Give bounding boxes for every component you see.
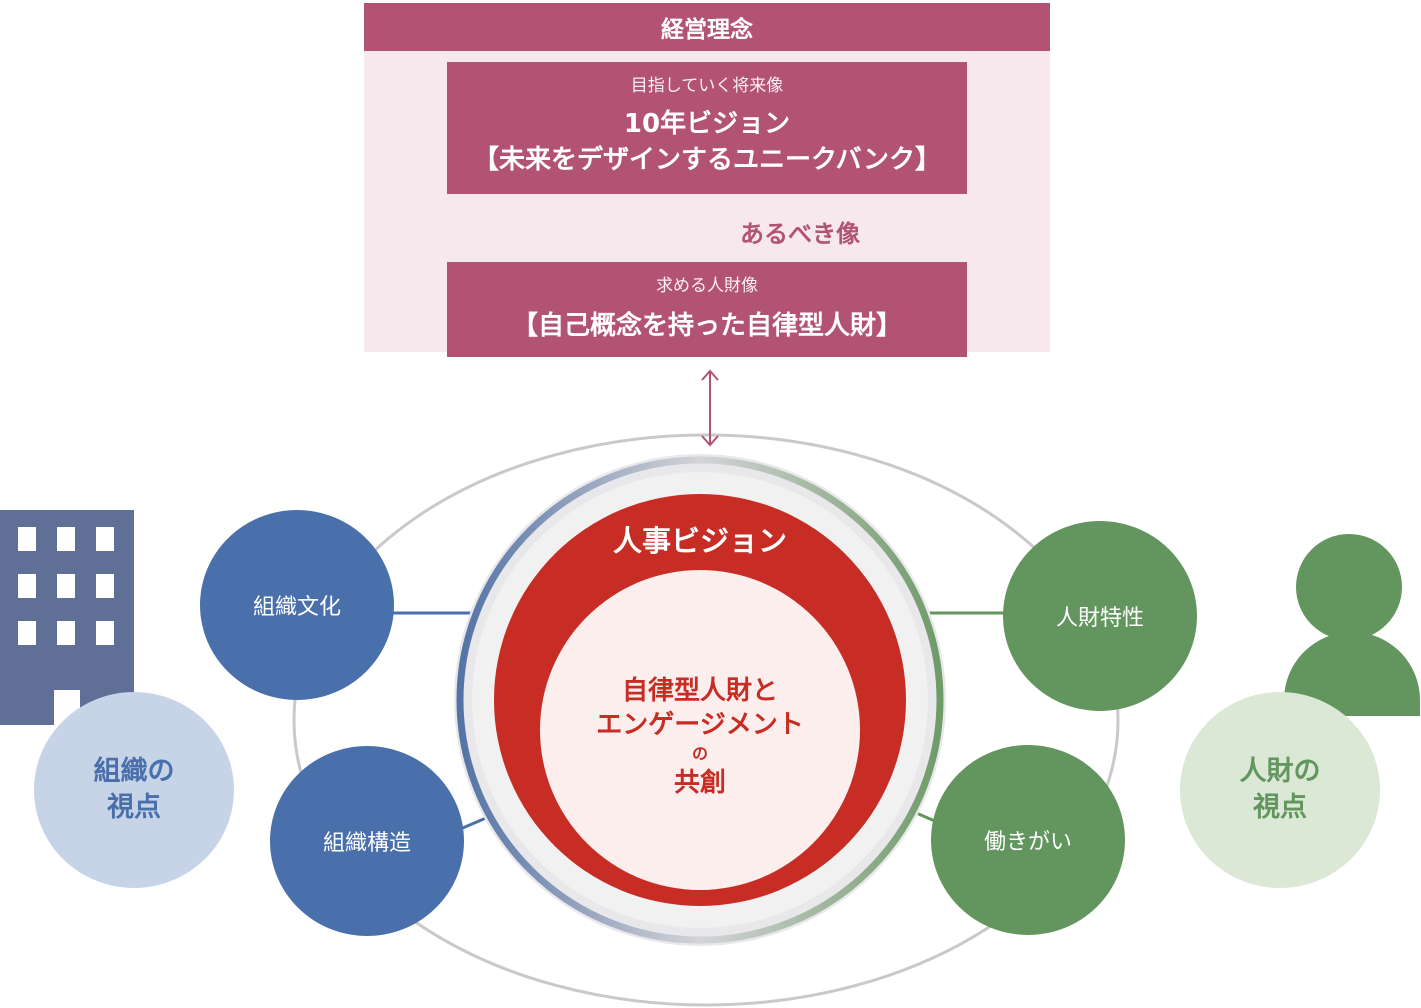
double-arrow-head-top <box>701 369 719 381</box>
ideal-label: あるべき像 <box>740 220 860 248</box>
talent-view-line-1: 人財の <box>1239 756 1321 787</box>
org-culture-label: 組織文化 <box>252 595 341 620</box>
building-icon <box>0 510 134 725</box>
org-structure-label: 組織構造 <box>322 831 411 856</box>
talent-view-line-2: 視点 <box>1253 792 1307 823</box>
vision-title: 10年ビジョン <box>623 109 791 139</box>
vision-box: 目指していく将来像 10年ビジョン 【未来をデザインするユニークバンク】 <box>447 62 967 194</box>
core-line-4: 共創 <box>673 768 726 798</box>
outer-gray-arc <box>292 433 1120 1007</box>
org-view-circle: 組織の 視点 <box>34 692 234 888</box>
hr-vision-title: 人事ビジョン <box>612 524 787 558</box>
hr-vision-gradient-ring <box>456 456 944 944</box>
org-structure-circle: 組織構造 <box>270 746 464 936</box>
talent-view-circle: 人財の 視点 <box>1180 692 1380 888</box>
talent-fulfillment-circle: 働きがい <box>931 745 1125 935</box>
talent-box: 求める人財像 【自己概念を持った自律型人財】 <box>447 262 967 357</box>
talent-fulfillment-label: 働きがい <box>983 830 1072 855</box>
core-line-2: エンゲージメント <box>596 710 804 740</box>
core-line-3: の <box>691 744 708 763</box>
org-view-line-2: 視点 <box>107 792 161 823</box>
talent-traits-circle: 人財特性 <box>1003 521 1197 711</box>
vision-slogan: 【未来をデザインするユニークバンク】 <box>472 145 941 175</box>
person-icon <box>1284 534 1420 716</box>
hr-vision-core-text: 自律型人財と エンゲージメント の 共創 <box>560 674 840 800</box>
org-culture-circle: 組織文化 <box>200 510 394 700</box>
hr-vision-inner-circle <box>540 570 860 890</box>
talent-subtitle: 求める人財像 <box>656 276 758 296</box>
core-line-1: 自律型人財と <box>621 676 778 706</box>
vision-subtitle: 目指していく将来像 <box>630 76 784 96</box>
talent-title: 【自己概念を持った自律型人財】 <box>511 311 902 341</box>
philosophy-header: 経営理念 <box>364 3 1050 51</box>
double-arrow-head-bottom <box>701 435 719 447</box>
org-view-line-1: 組織の <box>93 756 175 787</box>
talent-traits-label: 人財特性 <box>1055 606 1144 631</box>
